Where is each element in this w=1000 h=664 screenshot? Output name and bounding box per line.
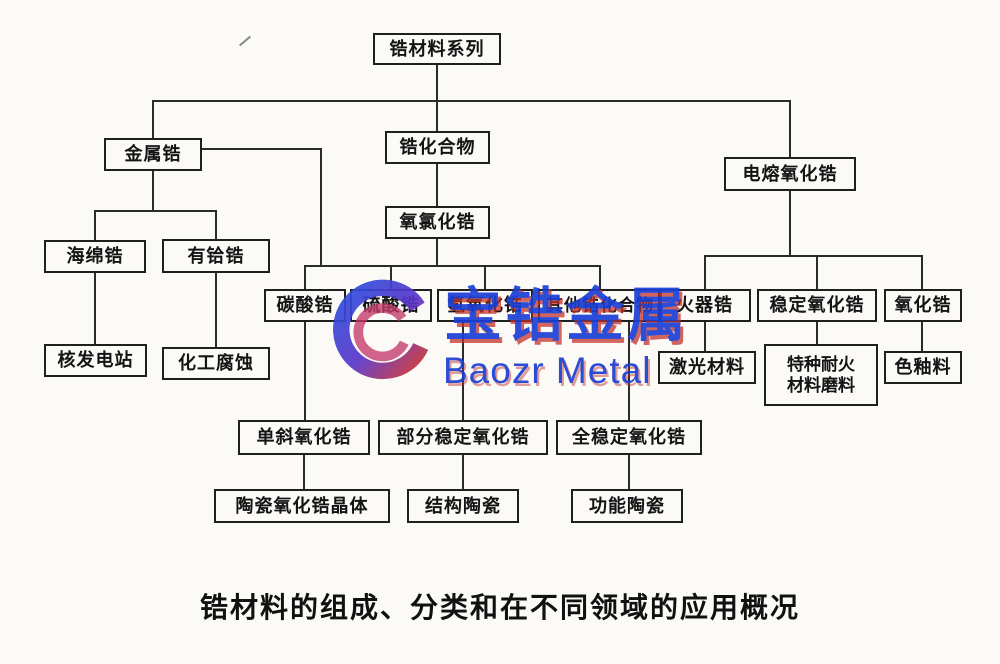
connector-line xyxy=(628,322,630,420)
node-stabilized-zirconia: 稳定氧化锆 xyxy=(757,289,877,322)
node-hafnium-zr: 有铪锆 xyxy=(162,239,270,273)
connector-line xyxy=(704,322,706,351)
connector-line xyxy=(436,239,438,266)
node-fused-zirconia: 电熔氧化锆 xyxy=(724,157,856,191)
connector-line xyxy=(436,100,438,131)
node-zr-sulfate: 硫酸锆 xyxy=(350,289,432,322)
connector-line xyxy=(215,210,217,239)
diagram-caption: 锆材料的组成、分类和在不同领域的应用概况 xyxy=(199,592,800,623)
node-refractory-abrasive: 特种耐火 材料磨料 xyxy=(764,344,878,406)
connector-line xyxy=(152,100,154,138)
connector-line xyxy=(202,148,321,150)
connector-line xyxy=(704,255,922,257)
connector-line xyxy=(462,455,464,489)
node-zr-compound: 锆化合物 xyxy=(385,131,490,164)
node-zr-carbonate: 碳酸锆 xyxy=(264,289,346,322)
connector-line xyxy=(152,100,791,102)
scan-artifact xyxy=(238,35,252,47)
connector-line xyxy=(484,265,486,289)
node-nuclear-power: 核发电站 xyxy=(44,344,147,377)
connector-line xyxy=(94,273,96,344)
connector-line xyxy=(599,265,601,289)
connector-line xyxy=(921,322,923,351)
connector-line xyxy=(704,255,706,289)
node-zirconia: 氧化锆 xyxy=(884,289,962,322)
node-other-zr-compounds: 其他锆化合物 xyxy=(538,289,662,322)
connector-line xyxy=(462,322,464,420)
connector-line xyxy=(816,255,818,289)
node-sponge-zr: 海绵锆 xyxy=(44,240,146,273)
connector-line xyxy=(152,171,154,210)
connector-line xyxy=(789,100,791,157)
node-color-glaze: 色釉料 xyxy=(884,351,962,384)
node-zr-oxychloride: 氧氯化锆 xyxy=(385,206,490,239)
node-functional-ceramics: 功能陶瓷 xyxy=(571,489,683,523)
node-igniter-zr: 火器锆 xyxy=(658,289,751,322)
connector-line xyxy=(303,455,305,489)
connector-line xyxy=(94,210,217,212)
node-root: 锆材料系列 xyxy=(373,33,501,65)
node-laser-material: 激光材料 xyxy=(658,351,756,384)
node-monoclinic-zirconia: 单斜氧化锆 xyxy=(238,420,370,455)
connector-line xyxy=(304,265,306,289)
node-zr-hydroxide: 氢氧化锆 xyxy=(437,289,533,322)
connector-line xyxy=(304,265,601,267)
connector-line xyxy=(921,255,923,289)
node-partially-stabilized-zirconia: 部分稳定氧化锆 xyxy=(378,420,548,455)
connector-line xyxy=(816,322,818,344)
node-ceramic-zirconia-crystal: 陶瓷氧化锆晶体 xyxy=(214,489,390,523)
connector-line xyxy=(94,210,96,240)
node-chem-corrosion: 化工腐蚀 xyxy=(162,347,270,380)
connector-line xyxy=(215,273,217,347)
connector-line xyxy=(320,148,322,266)
connector-line xyxy=(390,265,392,289)
node-metal-zr: 金属锆 xyxy=(104,138,202,171)
connector-line xyxy=(628,455,630,489)
connector-line xyxy=(789,191,791,255)
node-fully-stabilized-zirconia: 全稳定氧化锆 xyxy=(556,420,702,455)
connector-line xyxy=(304,322,306,420)
watermark-brand-en: Baozr Metal xyxy=(443,350,652,391)
connector-line xyxy=(436,65,438,100)
node-structural-ceramics: 结构陶瓷 xyxy=(407,489,519,523)
connector-line xyxy=(436,164,438,206)
